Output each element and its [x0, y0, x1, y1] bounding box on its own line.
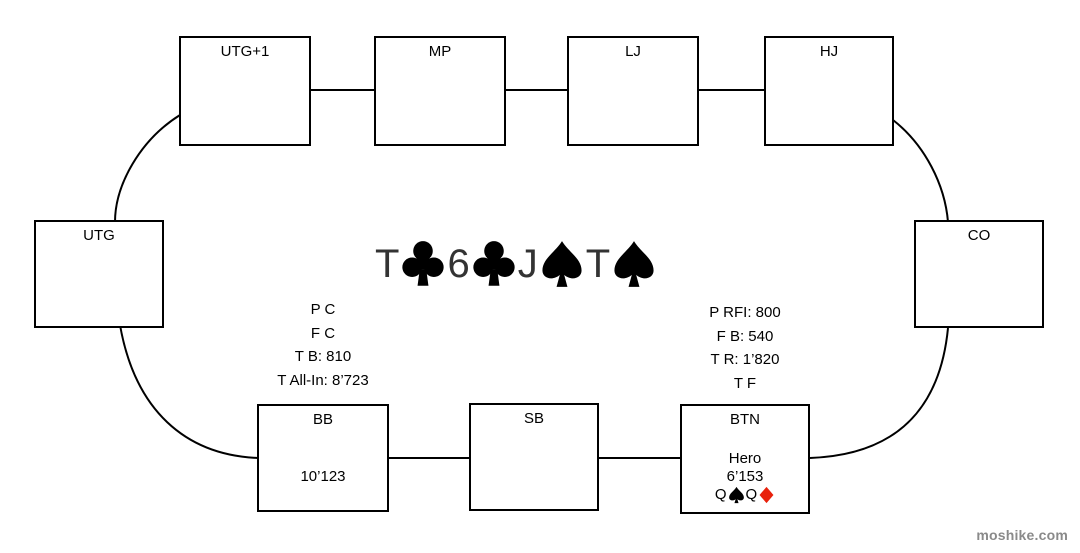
action-line: F C — [310, 324, 336, 342]
seat-btn: BTN Hero 6’153 Q Q — [680, 404, 810, 514]
hole-cards: Q Q — [682, 486, 808, 504]
seat-label: SB — [523, 410, 544, 427]
hole-card-rank: Q — [745, 486, 758, 503]
seat-lj: LJ — [567, 36, 699, 146]
seat-mp: MP — [374, 36, 506, 146]
watermark: moshike.com — [976, 527, 1068, 543]
diamond-icon — [758, 486, 775, 504]
board-card-rank: 6 — [447, 242, 470, 286]
spade-icon — [540, 239, 584, 289]
bb-action-history: P C F C T B: 810 T All-In: 8’723 — [262, 298, 384, 392]
seat-co: CO — [914, 220, 1044, 328]
seat-label: UTG+1 — [220, 43, 270, 60]
seat-label: UTG — [83, 227, 115, 244]
action-line: T B: 810 — [294, 348, 352, 365]
action-line: T F — [733, 374, 757, 392]
club-icon — [401, 239, 445, 289]
seat-label: BB — [312, 411, 333, 428]
seat-label: CO — [967, 227, 991, 244]
seat-label: LJ — [625, 43, 641, 60]
seat-label: BTN — [730, 411, 760, 428]
action-line: P RFI: 800 — [709, 304, 781, 321]
stack-amount: 6’153 — [726, 468, 764, 485]
board-card-rank: T — [375, 242, 400, 286]
seat-utg: UTG — [34, 220, 164, 328]
board-card-rank: J — [517, 242, 538, 286]
stack-amount: 10’123 — [300, 468, 346, 485]
board-cards: T 6 J T — [375, 238, 656, 290]
action-line: T R: 1’820 — [710, 351, 780, 368]
hole-card-rank: Q — [714, 486, 727, 503]
seat-label: HJ — [819, 43, 839, 60]
spade-icon — [612, 239, 656, 289]
board-card-rank: T — [585, 242, 611, 286]
seat-bb: BB 10’123 — [257, 404, 389, 512]
action-line: F B: 540 — [716, 327, 774, 345]
seat-label: MP — [428, 43, 452, 60]
seat-utg1: UTG+1 — [179, 36, 311, 146]
btn-action-history: P RFI: 800 F B: 540 T R: 1’820 T F — [680, 301, 810, 395]
club-icon — [472, 239, 516, 289]
action-line: P C — [310, 301, 336, 318]
seat-hj: HJ — [764, 36, 894, 146]
player-name: Hero — [728, 450, 762, 467]
action-line: T All-In: 8’723 — [277, 371, 369, 389]
seat-sb: SB — [469, 403, 599, 511]
spade-icon — [728, 486, 745, 504]
